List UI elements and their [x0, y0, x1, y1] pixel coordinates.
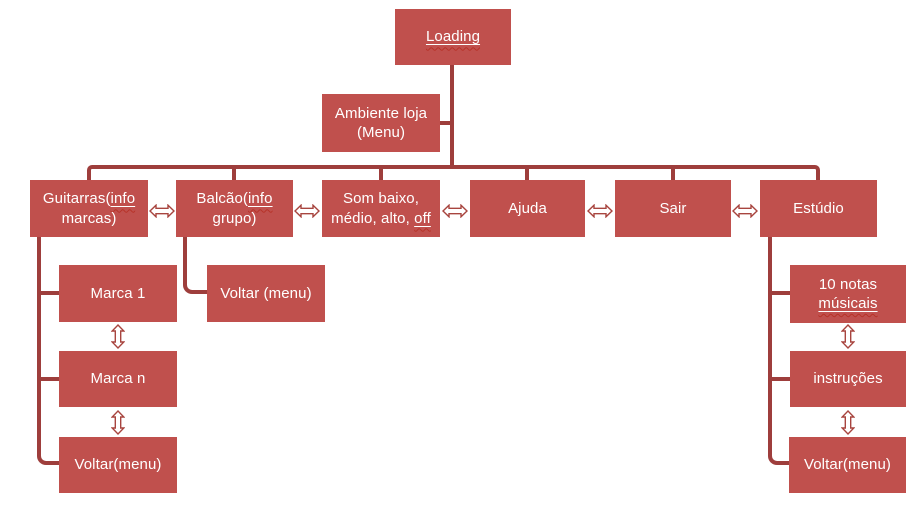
connector-menu-to-trunk — [440, 121, 452, 125]
node-label-part: médio, alto, — [331, 209, 415, 227]
node-label: Voltar(menu) — [803, 456, 892, 474]
connector-trunk-to-sair — [671, 165, 675, 181]
connector-trunk — [87, 165, 820, 181]
connector-trunk-to-balcao — [232, 165, 236, 181]
double-arrow-vertical-icon — [841, 324, 855, 349]
node-label: 10 notas — [818, 275, 878, 293]
node-marca-1: Marca 1 — [59, 265, 177, 322]
double-arrow-vertical-icon — [111, 324, 125, 349]
double-arrow-vertical-icon — [111, 410, 125, 435]
node-label: Voltar(menu) — [74, 456, 162, 474]
misspelled-word: músicais — [818, 294, 877, 313]
node-label: Marca n — [90, 370, 146, 388]
misspelled-word: off — [414, 210, 431, 227]
node-voltar-menu-estudio: Voltar(menu) — [789, 437, 906, 493]
double-arrow-horizontal-icon — [442, 204, 468, 218]
connector-estudio-subtree — [768, 237, 790, 465]
double-arrow-horizontal-icon — [294, 204, 320, 218]
node-label: grupo) — [212, 209, 257, 227]
node-label: Balcão(info — [196, 189, 272, 208]
node-voltar-menu-balcao: Voltar (menu) — [207, 265, 325, 322]
double-arrow-horizontal-icon — [732, 204, 758, 218]
node-label: médio, alto, off — [331, 209, 431, 228]
node-label: Voltar (menu) — [220, 284, 312, 302]
node-balcao-info-grupo: Balcão(info grupo) — [176, 180, 293, 237]
connector-to-marca-n — [41, 377, 59, 381]
node-label-part: Balcão( — [196, 190, 248, 208]
node-label: instruções — [813, 370, 883, 388]
double-arrow-vertical-icon — [841, 410, 855, 435]
node-som-baixo-medio-alto-off: Som baixo, médio, alto, off — [322, 180, 440, 237]
node-label-part: Guitarras( — [42, 190, 111, 208]
node-marca-n: Marca n — [59, 351, 177, 407]
node-10-notas-musicais: 10 notas músicais — [790, 265, 906, 323]
connector-to-instrucoes — [772, 377, 790, 381]
node-label-part: info — [247, 190, 273, 208]
node-estudio: Estúdio — [760, 180, 877, 237]
node-label: Estúdio — [793, 199, 844, 217]
node-ambiente-loja-menu: Ambiente loja (Menu) — [322, 94, 440, 152]
node-label: marcas) — [61, 209, 117, 227]
misspelled-word: info — [248, 190, 273, 207]
connector-trunk-to-ajuda — [525, 165, 529, 181]
node-label: (Menu) — [356, 124, 406, 141]
node-loading: Loading — [395, 9, 511, 65]
node-label: Guitarras(info — [43, 189, 135, 208]
node-label: Som baixo, — [342, 190, 420, 208]
node-label: Sair — [659, 199, 687, 217]
connector-to-marca1 — [41, 291, 59, 295]
node-instrucoes: instruções — [790, 351, 906, 407]
node-voltar-menu-guitarras: Voltar(menu) — [59, 437, 177, 493]
node-ajuda: Ajuda — [470, 180, 585, 237]
node-label: Marca 1 — [90, 284, 146, 302]
misspelled-word: info — [111, 190, 136, 207]
connector-trunk-to-som — [379, 165, 383, 181]
node-label-part: off — [414, 209, 431, 227]
connector-balcao-to-voltar — [183, 237, 207, 294]
node-sair: Sair — [615, 180, 731, 237]
misspelled-word: Loading — [426, 27, 480, 46]
double-arrow-horizontal-icon — [587, 204, 613, 218]
connector-guitarras-subtree — [37, 237, 61, 465]
connector-to-10-notas — [772, 291, 790, 295]
double-arrow-horizontal-icon — [149, 204, 175, 218]
node-label: Ambiente loja — [334, 104, 428, 122]
node-label-part: músicais — [818, 295, 878, 312]
node-guitarras-info-marcas: Guitarras(info marcas) — [30, 180, 148, 237]
node-label: Ajuda — [508, 199, 547, 217]
connector-loading-to-trunk — [450, 65, 454, 165]
node-label-part: info — [110, 190, 136, 208]
node-label: Loading — [425, 28, 481, 46]
